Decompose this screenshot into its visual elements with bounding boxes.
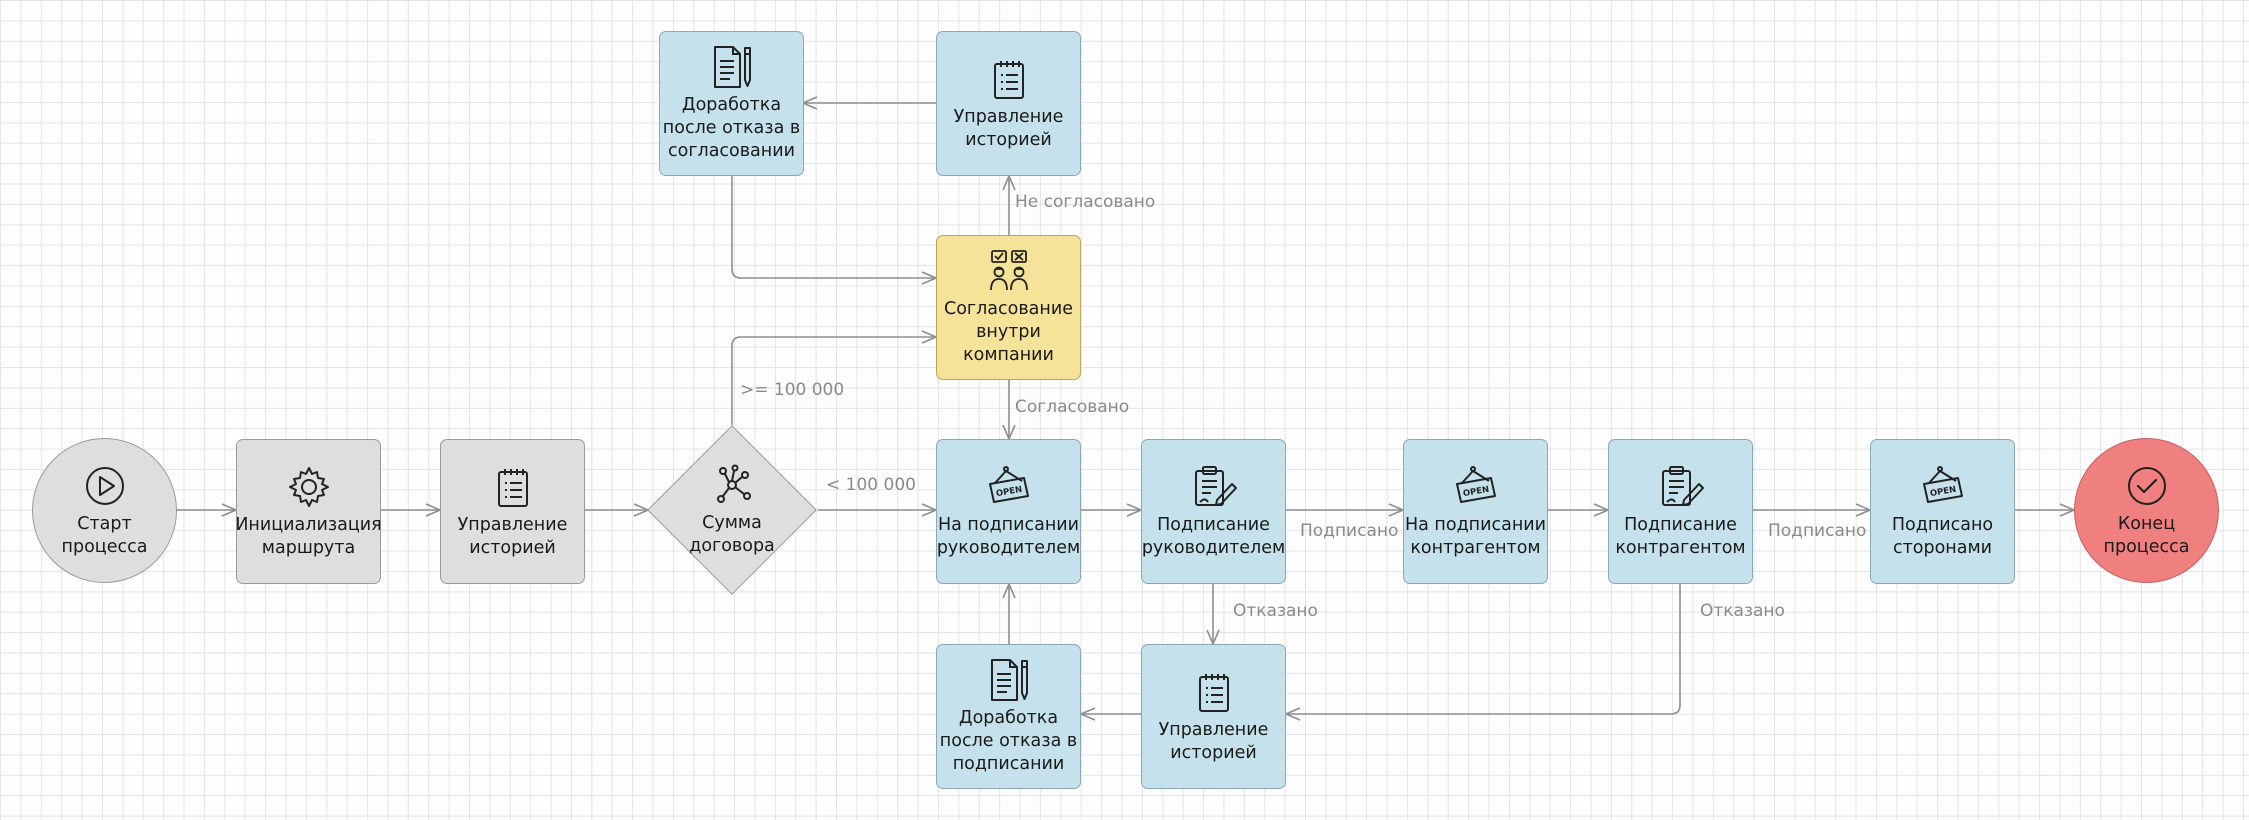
gear-icon xyxy=(286,464,332,510)
clipboard-pen-icon xyxy=(1191,464,1237,510)
open-sign-icon: OPEN xyxy=(1920,464,1966,510)
sign-counterparty-label: Подписание контрагентом xyxy=(1615,514,1746,558)
end-node[interactable]: Конец процесса xyxy=(2074,438,2219,583)
history-node-1[interactable]: Управление историей xyxy=(440,439,585,584)
sign-manager-label: Подписание руководителем xyxy=(1141,514,1286,558)
network-nodes-icon xyxy=(709,462,755,508)
play-icon xyxy=(82,463,128,509)
on-sign-counterparty-label: На подписании контрагентом xyxy=(1404,514,1547,558)
start-node[interactable]: Старт процесса xyxy=(32,438,177,583)
svg-text:OPEN: OPEN xyxy=(995,484,1023,498)
open-sign-icon: OPEN xyxy=(1453,464,1499,510)
notepad-list-icon xyxy=(1191,669,1237,715)
init-route-label: Инициализация маршрута xyxy=(235,514,382,558)
end-label: Конец процесса xyxy=(2103,513,2190,557)
edge-label-signed-1: Подписано xyxy=(1300,521,1399,541)
history-label-top: Управление историей xyxy=(953,106,1064,150)
notepad-list-icon xyxy=(490,464,536,510)
document-pencil-icon xyxy=(986,657,1032,703)
rework-sign-label: Доработка после отказа в подписании xyxy=(939,708,1078,774)
history-node-bottom[interactable]: Управление историей xyxy=(1141,644,1286,789)
rework-approval-node[interactable]: Доработка после отказа в согласовании xyxy=(659,31,804,176)
signed-by-parties-label: Подписано сторонами xyxy=(1891,514,1994,558)
history-label-bottom: Управление историей xyxy=(1158,719,1269,763)
edge-decision-approval xyxy=(731,337,936,425)
edge-label-lt-100k: < 100 000 xyxy=(826,475,916,495)
start-label: Старт процесса xyxy=(61,513,148,557)
edge-signcp-histbottom xyxy=(1286,584,1681,714)
open-sign-icon: OPEN xyxy=(986,464,1032,510)
history-label-1: Управление историей xyxy=(457,514,568,558)
internal-approval-node[interactable]: Согласование внутри компании xyxy=(936,235,1081,380)
edge-label-ge-100k: >= 100 000 xyxy=(740,380,845,400)
edge-label-signed-2: Подписано xyxy=(1768,521,1867,541)
sign-counterparty-node[interactable]: Подписание контрагентом xyxy=(1608,439,1753,584)
history-node-top[interactable]: Управление историей xyxy=(936,31,1081,176)
on-sign-counterparty-node[interactable]: OPEN На подписании контрагентом xyxy=(1403,439,1548,584)
on-sign-manager-label: На подписании руководителем xyxy=(936,514,1081,558)
edge-label-refused-2: Отказано xyxy=(1700,601,1785,621)
internal-approval-label: Согласование внутри компании xyxy=(944,299,1073,365)
rework-sign-node[interactable]: Доработка после отказа в подписании xyxy=(936,644,1081,789)
on-sign-manager-node[interactable]: OPEN На подписании руководителем xyxy=(936,439,1081,584)
rework-approval-label: Доработка после отказа в согласовании xyxy=(662,95,801,161)
notepad-list-icon xyxy=(986,56,1032,102)
edge-label-refused-1: Отказано xyxy=(1233,601,1318,621)
svg-text:OPEN: OPEN xyxy=(1929,484,1957,498)
approval-users-icon xyxy=(986,248,1032,294)
sign-manager-node[interactable]: Подписание руководителем xyxy=(1141,439,1286,584)
svg-text:OPEN: OPEN xyxy=(1462,484,1490,498)
edge-label-not-approved: Не согласовано xyxy=(1015,192,1156,212)
check-icon xyxy=(2124,463,2170,509)
init-route-node[interactable]: Инициализация маршрута xyxy=(235,439,382,584)
signed-by-parties-node[interactable]: OPEN Подписано сторонами xyxy=(1870,439,2015,584)
edge-rework-approval xyxy=(731,176,936,278)
edge-label-approved: Согласовано xyxy=(1015,397,1130,417)
document-pencil-icon xyxy=(709,44,755,90)
contract-sum-decision[interactable]: Сумма договора xyxy=(646,424,818,596)
decision-label: Сумма договора xyxy=(689,513,775,556)
clipboard-pen-icon xyxy=(1658,464,1704,510)
